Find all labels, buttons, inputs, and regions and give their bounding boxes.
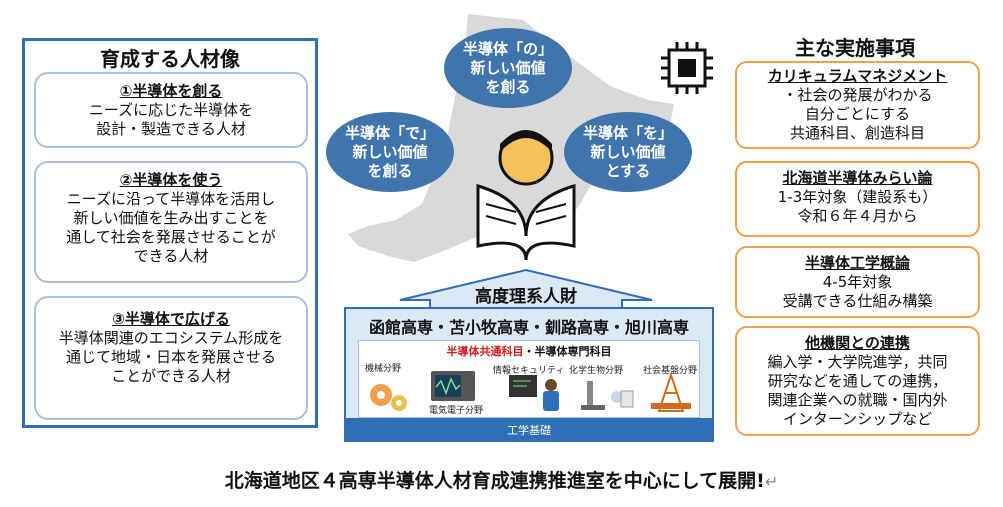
field-infrastructure: 社会基盤分野 — [643, 366, 698, 376]
initiative-line: 自分ごとにする — [804, 105, 911, 123]
chip-icon — [661, 42, 713, 94]
talent-heading: ②半導体を使う — [119, 171, 223, 189]
value-bubble-with: 半導体「で」 新しい価値 を創る — [326, 112, 454, 192]
field-mechanical: 機械分野 — [365, 364, 402, 374]
special-subjects-label: ・半導体専門科目 — [523, 345, 612, 358]
initiative-heading: 半導体工学概論 — [804, 254, 910, 272]
field-illustrations — [370, 371, 691, 412]
schools-title: 函館高専・苫小牧高専・釧路高専・旭川高専 — [368, 318, 689, 337]
field-electrical: 電気電子分野 — [429, 406, 484, 416]
hokkaido-map-icon — [348, 14, 674, 311]
return-mark-icon: ↵ — [764, 472, 779, 491]
talent-line: できる人材 — [133, 247, 209, 265]
gear-icon — [370, 384, 407, 411]
initiative-future-theory: 北海道半導体みらい論 1-3年対象（建設系も） 令和６年４月から — [735, 161, 980, 237]
subjects-heading: 半導体共通科目・半導体専門科目 — [359, 343, 699, 359]
field-security: 情報セキュリティ — [493, 366, 565, 376]
initiative-engineering-intro: 半導体工学概論 4-5年対象 受講できる仕組み構築 — [735, 246, 980, 318]
bubble-line: 半導体「で」 — [344, 123, 435, 142]
bubble-line: とする — [605, 161, 651, 180]
microscope-icon — [581, 381, 634, 410]
oscilloscope-icon — [431, 371, 475, 401]
footer-text: 北海道地区４高専半導体人材育成連携推進室を中心にして展開! — [224, 470, 765, 492]
bubble-line: を創る — [485, 77, 531, 96]
talent-line: ニーズに沿って半導体を活用し — [66, 190, 276, 208]
talent-line: 新しい価値を生み出すことを — [73, 209, 269, 227]
computer-user-icon — [509, 375, 559, 411]
initiative-line: ・社会の発展がわかる — [782, 86, 933, 104]
initiative-line: 4-5年対象 — [822, 273, 893, 291]
initiative-heading: 他機関との連携 — [805, 334, 910, 352]
talent-line: ニーズに応じた半導体を — [88, 101, 254, 119]
bubble-line: 新しい価値 — [352, 142, 428, 161]
talent-box-use: ②半導体を使う ニーズに沿って半導体を活用し 新しい価値を生み出すことを 通して… — [34, 161, 308, 283]
value-bubble-as: 半導体「を」 新しい価値 とする — [564, 112, 692, 192]
footer-caption: 北海道地区４高専半導体人材育成連携推進室を中心にして展開!↵ — [0, 466, 1003, 493]
talent-line: 通して社会を発展させることが — [66, 228, 276, 246]
talent-heading: ③半導体で広げる — [112, 310, 230, 328]
initiative-line: 1-3年対象（建設系も） — [777, 188, 938, 206]
talent-heading: ①半導体を創る — [119, 82, 223, 100]
talent-line: 設計・製造できる人材 — [96, 120, 246, 138]
oil-rig-icon — [651, 371, 691, 412]
initiative-line: 関連企業への就職・国内外 — [767, 391, 948, 409]
initiative-line: 研究などを通しての連携， — [767, 372, 948, 390]
initiative-line: 令和６年４月から — [797, 207, 918, 225]
reading-person-icon — [476, 130, 576, 261]
initiative-heading: 北海道半導体みらい論 — [782, 169, 933, 187]
left-panel-title: 育成する人材像 — [100, 47, 240, 71]
subjects-panel: 半導体共通科目・半導体専門科目 機械分野 電気電子分野 情報セキュリティ 化学生… — [358, 340, 700, 418]
bubble-line: 新しい価値 — [470, 58, 546, 77]
up-arrow-icon — [399, 268, 653, 311]
common-subjects-label: 半導体共通科目 — [446, 345, 524, 358]
initiative-line: インターンシップなど — [782, 410, 933, 428]
schools-box: 函館高専・苫小牧高専・釧路高専・旭川高専 半導体共通科目・半導体専門科目 機械分… — [344, 307, 714, 420]
initiative-line: 共通科目、創造科目 — [789, 124, 925, 142]
advanced-talent-label: 高度理系人財 — [475, 287, 577, 307]
bubble-line: 半導体「を」 — [582, 123, 673, 142]
talent-box-create: ①半導体を創る ニーズに応じた半導体を 設計・製造できる人材 — [34, 72, 308, 148]
talent-line: 半導体関連のエコシステム形成を — [58, 329, 284, 347]
initiative-line: 受講できる仕組み構築 — [782, 292, 933, 310]
initiative-heading: カリキュラムマネジメント — [767, 67, 948, 85]
field-chemistry: 化学生物分野 — [569, 366, 624, 376]
talent-line: ことができる人材 — [111, 367, 231, 385]
talent-line: 通じて地域・日本を発展させる — [65, 348, 276, 366]
initiative-curriculum: カリキュラムマネジメント ・社会の発展がわかる 自分ごとにする 共通科目、創造科… — [735, 61, 980, 149]
left-panel: 育成する人材像 ①半導体を創る ニーズに応じた半導体を 設計・製造できる人材 ②… — [22, 38, 318, 428]
engineering-basics-bar: 工学基礎 — [344, 420, 714, 442]
bubble-line: を創る — [367, 161, 413, 180]
bubble-line: 新しい価値 — [590, 142, 666, 161]
bubble-line: 半導体「の」 — [462, 39, 553, 58]
initiative-line: 編入学・大学院進学，共同 — [767, 353, 948, 371]
center-diagram: 半導体「の」 新しい価値 を創る 半導体「で」 新しい価値 を創る 半導体「を」… — [318, 0, 738, 460]
initiative-collaboration: 他機関との連携 編入学・大学院進学，共同 研究などを通しての連携， 関連企業への… — [735, 326, 980, 436]
value-bubble-of: 半導体「の」 新しい価値 を創る — [444, 28, 572, 108]
talent-box-spread: ③半導体で広げる 半導体関連のエコシステム形成を 通じて地域・日本を発展させる … — [34, 296, 308, 420]
right-panel-title: 主な実施事項 — [795, 36, 915, 60]
